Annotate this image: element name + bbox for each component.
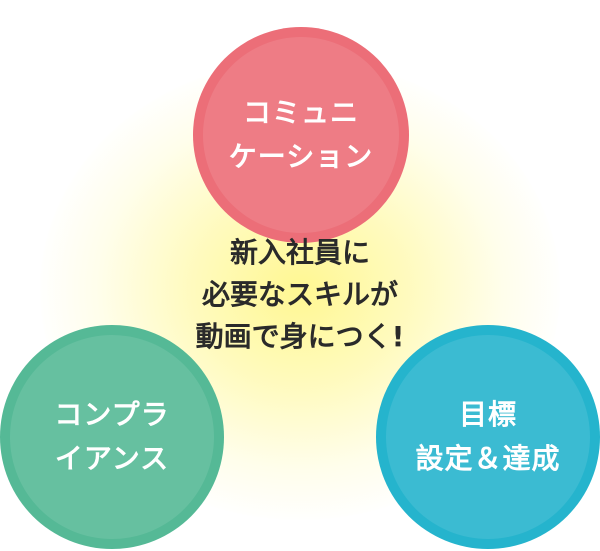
circle-inner-ring: [203, 37, 399, 233]
circle-compliance: コンプラ イアンス: [0, 325, 224, 549]
circle-goal-setting: 目標 設定＆達成: [376, 325, 600, 549]
circle-label-goal-setting: 目標 設定＆達成: [415, 398, 561, 475]
circle-inner-ring: [386, 335, 590, 539]
circle-communication: コミュニ ケーション: [193, 27, 409, 243]
circle-inner-ring: [10, 335, 214, 539]
circle-label-compliance: コンプラ イアンス: [54, 398, 170, 475]
circle-label-communication: コミュニ ケーション: [228, 96, 374, 173]
center-message: 新入社員に 必要なスキルが 動画で身につく!: [195, 236, 405, 353]
